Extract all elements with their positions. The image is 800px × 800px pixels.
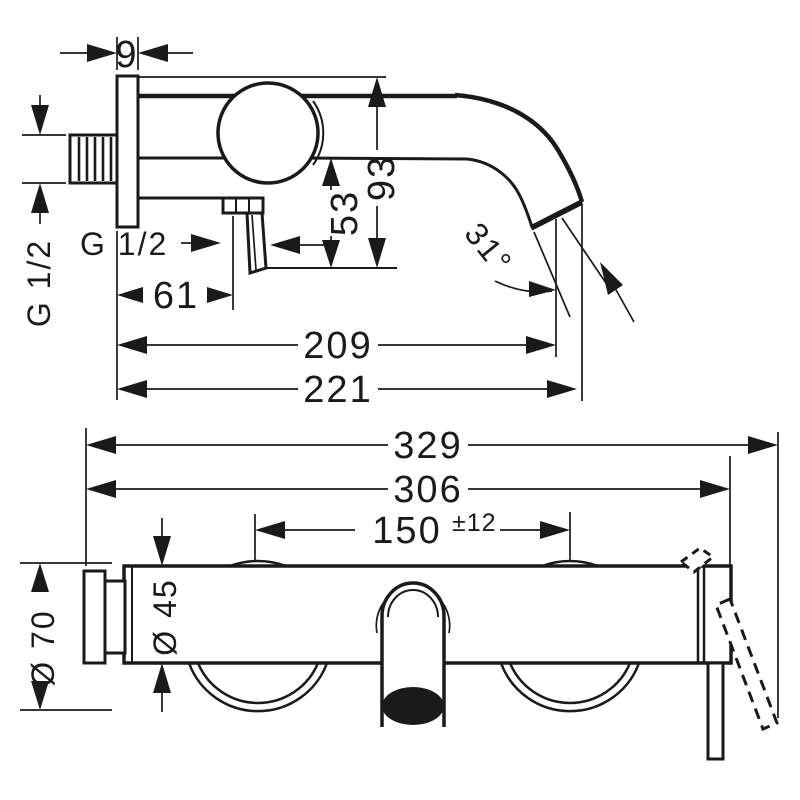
dim-connection-centers-label: 150 (372, 510, 441, 552)
spout-outlet-opening (382, 687, 444, 725)
dim-plate-depth-label: 9 (115, 34, 138, 76)
escutcheon-right (499, 662, 641, 713)
dim-spout-drop: 53 (322, 158, 366, 268)
housing-shadow-arc (312, 100, 325, 166)
dim-escutcheon-diameter: Ø 70 (25, 563, 61, 710)
dim-total-reach: 221 (117, 369, 577, 411)
escutcheon-left-top (229, 559, 287, 568)
dim-inlet-thread-label: G 1/2 (21, 239, 57, 327)
dim-body-width-label: 306 (393, 469, 462, 511)
outlet-step (221, 196, 265, 215)
inlet-thread-connector (68, 133, 119, 185)
dim-spout-drop-label: 53 (324, 190, 366, 236)
escutcheon-left (187, 662, 329, 713)
cartridge-housing (216, 81, 320, 185)
spout-front (375, 581, 451, 727)
dim-plate-depth: 9 (60, 34, 193, 76)
dim-escutcheon-diameter-label: Ø 70 (25, 609, 61, 686)
side-view: 9 G 1/2 G 1/2 61 (21, 34, 635, 411)
dim-outlet-offset: 61 (117, 275, 233, 317)
dim-body-diameter-label: Ø 45 (147, 578, 183, 655)
dim-connection-centers: 150 ±12 (255, 509, 570, 552)
mixer-body-side (138, 81, 585, 231)
front-view: 329 306 150 ±12 Ø 45 (20, 425, 779, 761)
handle-base-dashed (678, 546, 716, 574)
dim-total-width-label: 329 (393, 425, 462, 467)
dim-total-width: 329 (86, 425, 778, 467)
wall-plate-side (115, 74, 140, 229)
dim-outlet-thread: G 1/2 (80, 226, 336, 262)
spout-outer-curve (454, 92, 585, 203)
dim-body-width: 306 (86, 469, 730, 511)
dim-spout-height-label: 93 (361, 155, 403, 201)
escutcheon-right-top (541, 559, 599, 568)
dim-body-diameter: Ø 45 (147, 518, 183, 712)
side-view-extension-lines (22, 37, 583, 401)
dim-spout-angle: 31° (458, 216, 635, 323)
dim-connection-tolerance-label: ±12 (452, 509, 497, 537)
wall-connector-front (103, 579, 127, 655)
front-view-extension-lines (20, 428, 779, 718)
dim-spout-height: 93 (361, 77, 403, 268)
dim-outlet-thread-label: G 1/2 (80, 226, 168, 262)
handle-rod (706, 661, 725, 761)
spout-end-face (529, 199, 584, 231)
wall-plate-front (82, 569, 107, 665)
spout-inner-curve (299, 156, 534, 228)
dim-spout-angle-label: 31° (458, 216, 520, 281)
dim-outlet-offset-label: 61 (153, 275, 199, 317)
dim-inlet-thread: G 1/2 (21, 95, 57, 327)
dim-total-reach-label: 221 (303, 369, 372, 411)
handle-lever-side (245, 211, 268, 276)
handle-swing-dashed (714, 597, 779, 731)
dim-spout-reach-label: 209 (303, 325, 372, 367)
dim-spout-reach: 209 (117, 325, 556, 367)
